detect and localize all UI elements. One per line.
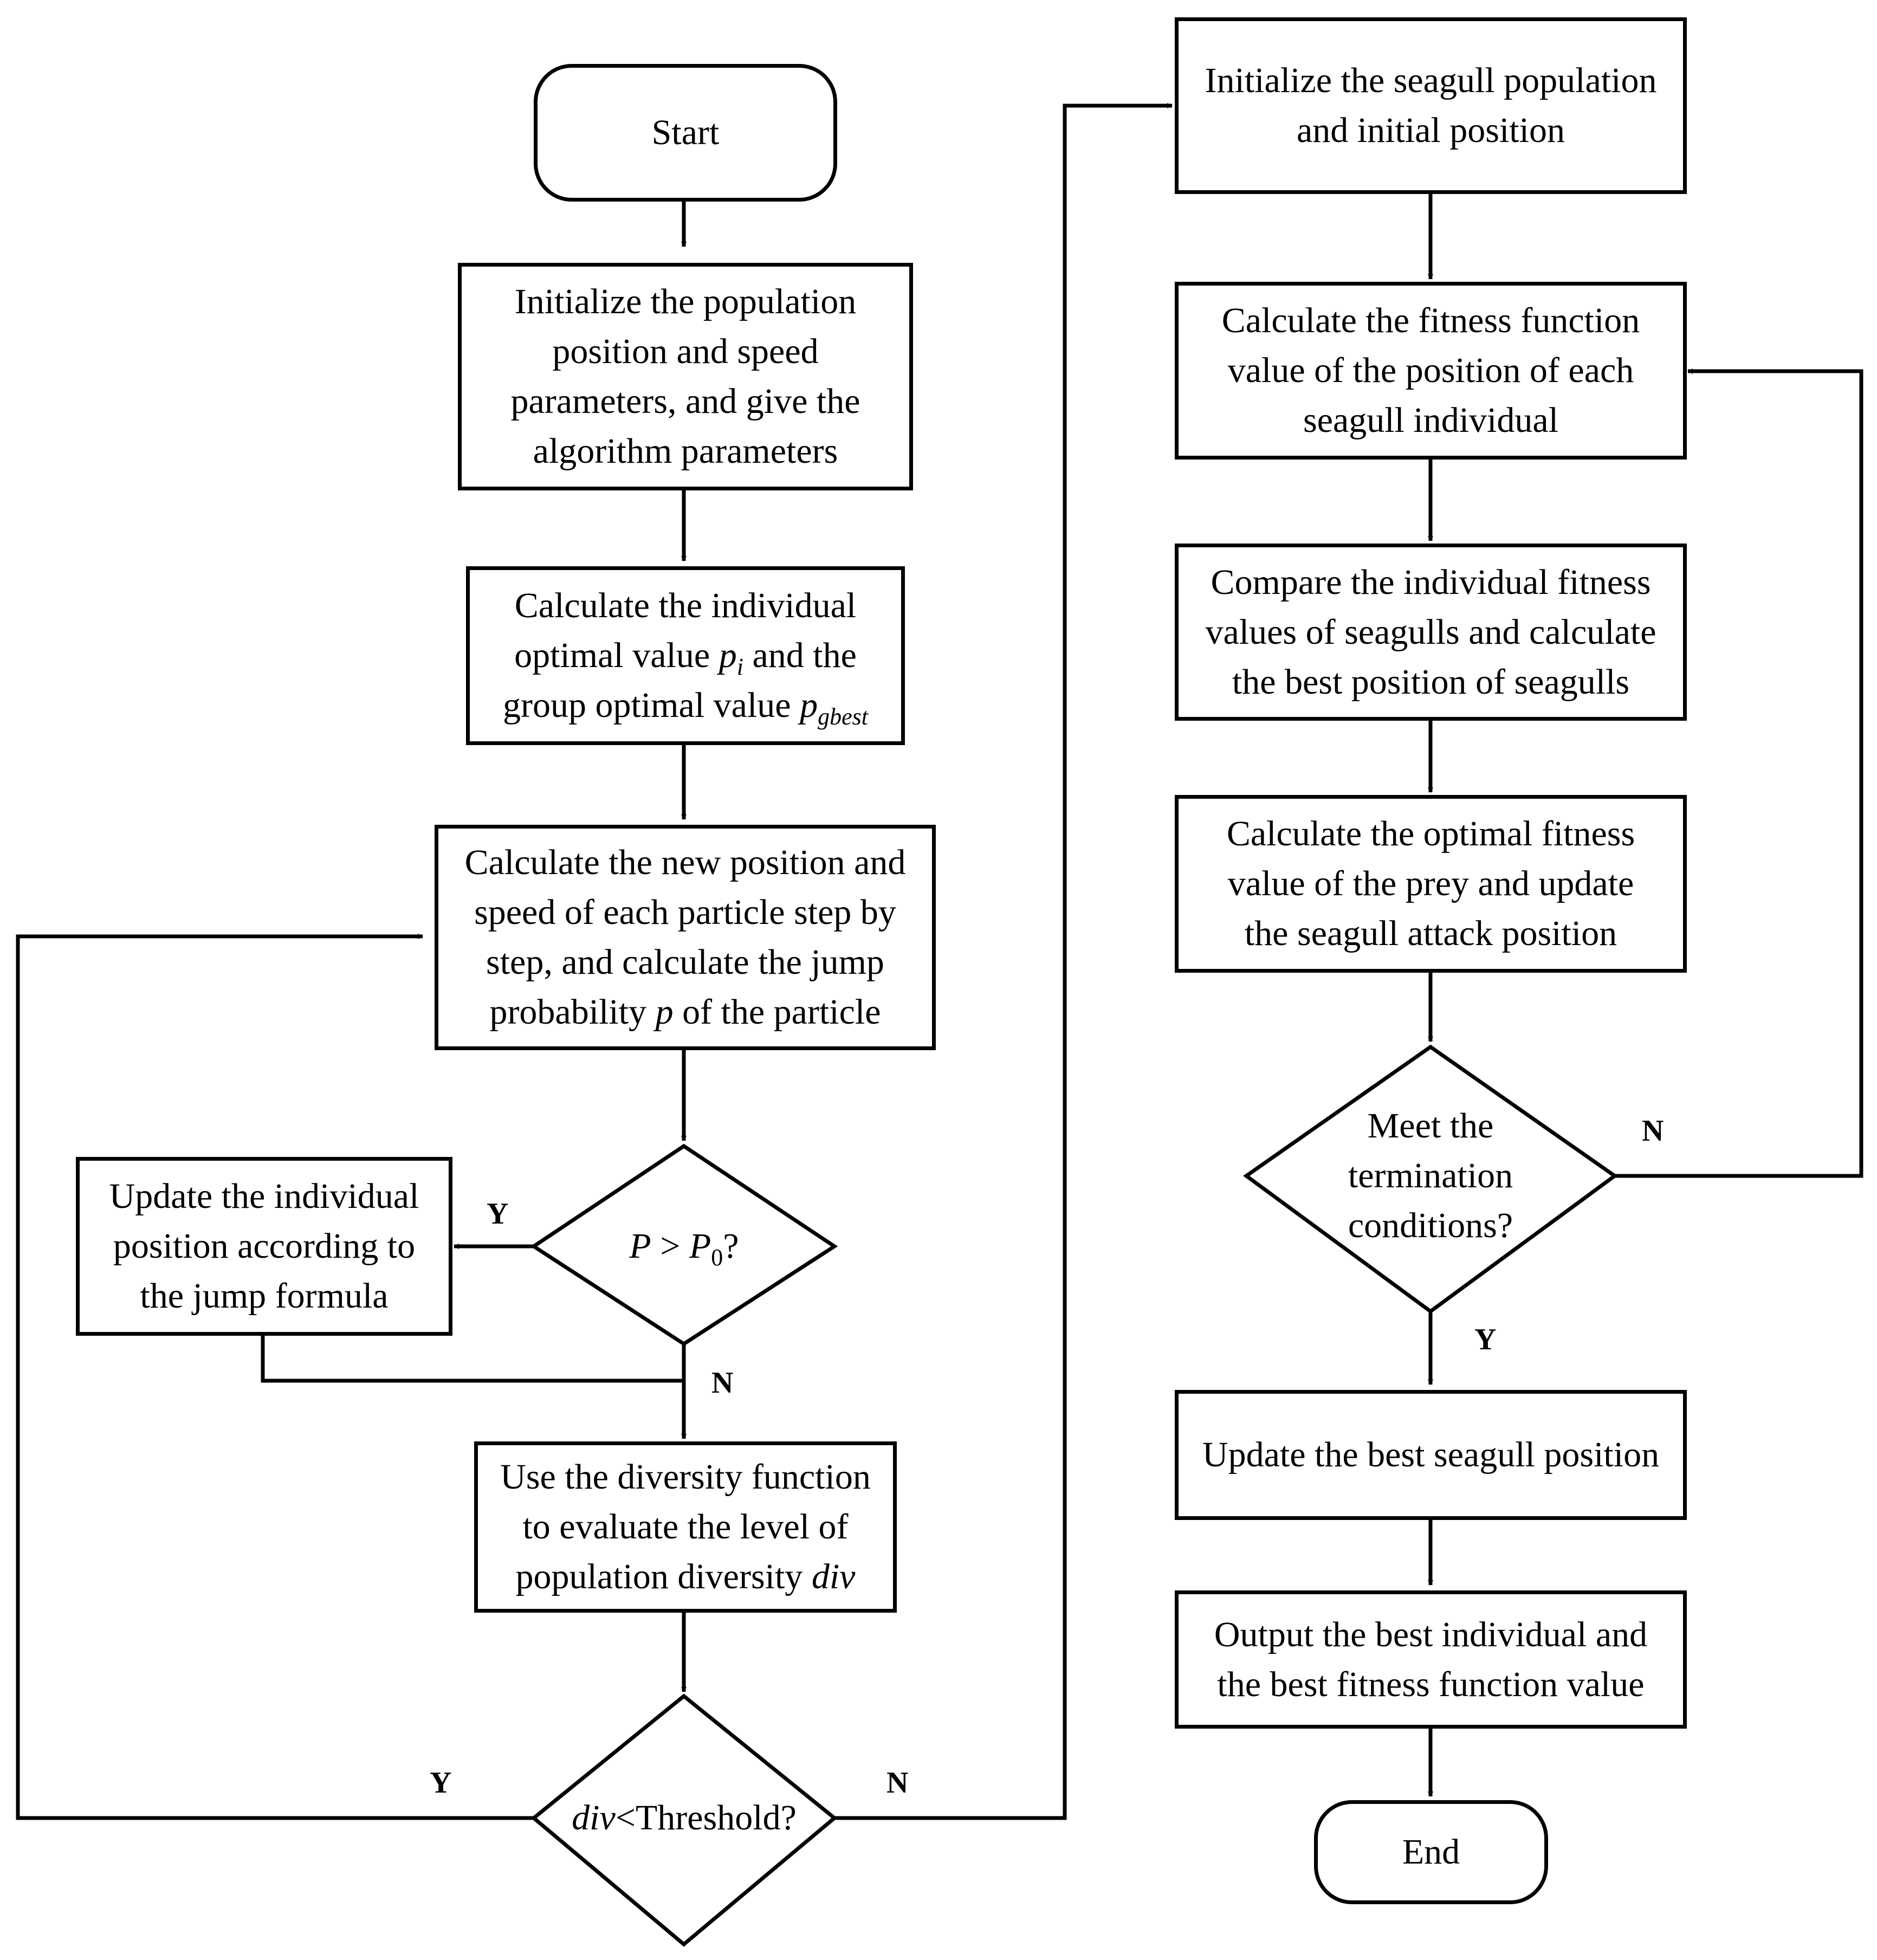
decision-diamond-termination [1242,1044,1619,1314]
p-i-symbol: pi [719,636,743,679]
termination-decision-label: Meet the termination conditions? [1300,1100,1561,1252]
init-population-line-3: parameters, and give the [510,381,860,421]
compare-fitness-box: Compare the individual fitness values of… [1175,544,1687,721]
jump-p0-base: P [689,1226,711,1266]
update-jump-line-1: Update the individual [109,1176,419,1216]
threshold-rest: <Threshold? [615,1798,797,1838]
jump-no-label: N [711,1366,734,1400]
calc-new-position-line-4-pre: probability [489,992,656,1032]
init-seagull-box: Initialize the seagull population and in… [1175,17,1687,194]
calc-optimal-line-1: Calculate the individual [514,586,857,625]
output-best-box: Output the best individual and the best … [1175,1590,1687,1729]
threshold-no-label: N [886,1766,909,1800]
calc-fitness-line-1: Calculate the fitness function [1221,301,1640,340]
decision-diamond-jump [530,1143,838,1347]
calc-new-position-line-3: step, and calculate the jump [486,942,884,982]
jump-op: > [651,1226,689,1266]
calc-new-position-line-2: speed of each particle step by [474,892,896,932]
div-variable: div [811,1557,856,1596]
calc-prey-box: Calculate the optimal fitness value of t… [1175,795,1687,973]
calc-optimal-line-2: optimal value pi and the [503,631,868,681]
compare-fitness-line-2: values of seagulls and calculate [1205,612,1656,652]
p-symbol: p [655,992,674,1032]
init-population-line-2: position and speed [552,332,819,371]
arrow-termination-no-loop [1615,368,1863,1178]
update-jump-line-3: the jump formula [140,1276,389,1316]
jump-p0-sub: 0 [711,1244,723,1271]
diversity-line-1: Use the diversity function [500,1457,871,1497]
termination-line-1: Meet the [1367,1106,1494,1146]
calc-new-position-line-4-post: of the particle [673,992,881,1032]
calc-prey-line-2: value of the prey and update [1227,864,1634,903]
compare-fitness-line-3: the best position of seagulls [1232,662,1630,702]
update-best-box: Update the best seagull position [1175,1390,1687,1520]
start-label: Start [651,113,720,152]
termination-no-label: N [1642,1114,1664,1148]
arrow-threshold-no-to-seagull [834,103,1173,1820]
init-seagull-line-2: and initial position [1297,111,1565,150]
init-population-line-4: algorithm parameters [533,431,838,471]
calc-optimal-line-3-pre: group optimal value [503,685,800,725]
diversity-line-3-pre: population diversity [515,1557,812,1596]
compare-fitness-line-1: Compare the individual fitness [1211,562,1651,602]
calc-prey-line-1: Calculate the optimal fitness [1226,814,1635,853]
jump-decision-label: P > P0? [564,1219,805,1273]
output-best-line-2: the best fitness function value [1217,1664,1645,1704]
termination-yes-label: Y [1474,1323,1497,1356]
calc-optimal-line-2-post: and the [743,636,857,675]
calc-new-position-line-4: probability p of the particle [465,987,906,1037]
init-population-line-1: Initialize the population [514,282,857,321]
diversity-line-2: to evaluate the level of [522,1507,849,1547]
jump-yes-label: Y [487,1197,509,1231]
end-terminal: End [1314,1800,1548,1904]
start-terminal: Start [534,64,837,202]
calc-fitness-box: Calculate the fitness function value of … [1175,282,1687,460]
termination-line-3: conditions? [1348,1206,1513,1245]
calc-optimal-line-3: group optimal value pgbest [503,681,868,730]
threshold-condition: div<Threshold? [572,1793,797,1843]
init-seagull-line-1: Initialize the seagull population [1205,61,1657,100]
calc-fitness-line-2: value of the position of each [1227,351,1634,390]
calc-optimal-box: Calculate the individual optimal value p… [466,566,905,745]
p-gbest-base: p [800,685,818,725]
threshold-div-var: div [572,1798,616,1838]
jump-condition: P > P0? [629,1221,739,1271]
threshold-decision-label: div<Threshold? [534,1791,834,1845]
p-gbest-symbol: pgbest [800,685,868,729]
init-population-box: Initialize the population position and s… [458,263,913,490]
update-jump-line-2: position according to [113,1226,416,1266]
decision-diamond-threshold [530,1693,838,1947]
calc-prey-line-3: the seagull attack position [1244,914,1617,953]
diversity-line-3: population diversity div [500,1552,871,1602]
jump-p-var: P [629,1226,651,1266]
p-i-base: p [719,636,737,675]
update-jump-box: Update the individual position according… [76,1157,452,1336]
arrow-threshold-yes-loop [16,934,534,1820]
end-label: End [1402,1832,1460,1872]
calc-new-position-box: Calculate the new position and speed of … [435,825,936,1050]
line-update-merge [261,1336,684,1383]
p-i-subscript: i [736,654,743,681]
p-gbest-subscript: gbest [818,703,868,730]
output-best-line-1: Output the best individual and [1214,1614,1648,1654]
jump-q: ? [723,1226,739,1266]
update-best-label: Update the best seagull position [1202,1435,1660,1474]
calc-new-position-line-1: Calculate the new position and [464,843,906,882]
threshold-yes-label: Y [430,1766,452,1800]
diversity-box: Use the diversity function to evaluate t… [474,1441,897,1613]
calc-optimal-line-2-pre: optimal value [514,636,719,675]
calc-fitness-line-3: seagull individual [1303,400,1559,440]
termination-line-2: termination [1348,1156,1513,1195]
